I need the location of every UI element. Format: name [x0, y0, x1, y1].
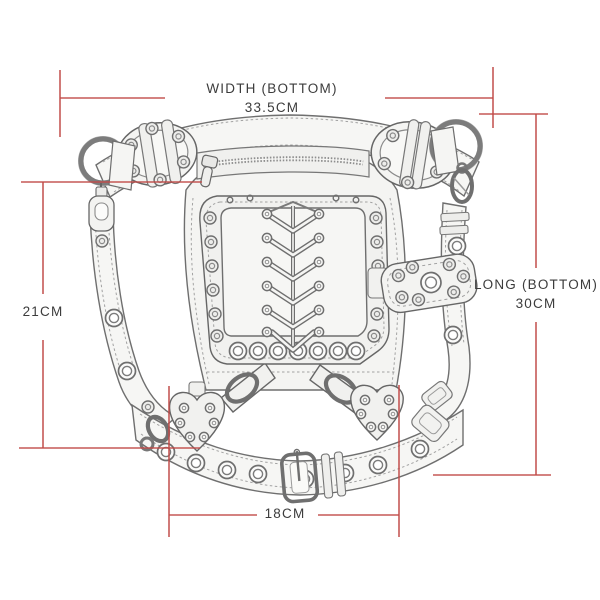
right-strap-keeper — [421, 380, 453, 412]
belt-buckle — [280, 448, 320, 504]
dimension-side-height: 21CM — [3, 302, 83, 321]
right-snap-hook-icon — [450, 162, 474, 204]
dimension-lines — [19, 67, 551, 537]
left-strap — [89, 209, 178, 432]
belt-keeper — [320, 453, 334, 499]
dimension-label: LONG (BOTTOM) — [473, 277, 599, 292]
hardware — [78, 119, 483, 232]
belt-keeper — [333, 451, 347, 497]
dimension-belt-width: 18CM — [235, 504, 335, 523]
left-heart-tab — [168, 381, 226, 452]
left-trigger-hooks — [139, 414, 171, 452]
right-belt-junction-keeper — [411, 404, 450, 443]
dimension-label: WIDTH (BOTTOM) — [206, 81, 338, 96]
corset-lacing — [261, 200, 325, 353]
dimension-width-bottom: WIDTH (BOTTOM) 33.5CM — [162, 79, 382, 117]
left-carabiner-icon — [224, 372, 260, 404]
dimension-value: 18CM — [264, 506, 306, 521]
right-heart-tab — [350, 384, 404, 441]
bottom-attachments — [139, 361, 450, 452]
leg-belt — [131, 403, 464, 504]
right-strap — [421, 202, 471, 421]
dimension-long-bottom: LONG (BOTTOM) 30CM — [444, 275, 600, 313]
left-snap-hook-icon — [88, 183, 115, 232]
dimension-value: 30CM — [515, 296, 557, 311]
left-buckle-plate — [116, 119, 198, 188]
zipper-pull-icon — [200, 154, 219, 188]
dimension-value: 21CM — [22, 304, 64, 319]
zipper — [196, 145, 370, 188]
dimension-value: 33.5CM — [244, 100, 300, 115]
side-cuff — [367, 253, 478, 314]
